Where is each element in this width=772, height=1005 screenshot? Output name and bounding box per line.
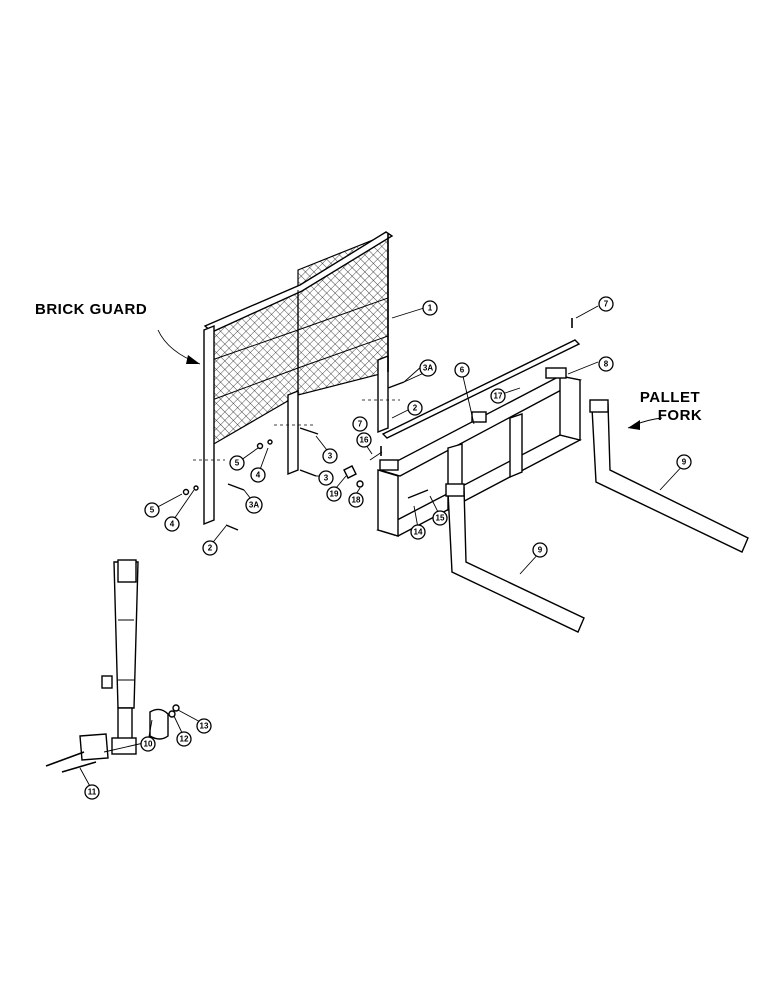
pallet-fork-label-line1: PALLET bbox=[640, 389, 700, 406]
callout-3A-b: 3A bbox=[245, 496, 263, 514]
brick-guard bbox=[193, 231, 400, 526]
svg-text:2: 2 bbox=[208, 544, 213, 553]
callout-16: 16 bbox=[356, 432, 372, 448]
svg-text:12: 12 bbox=[180, 735, 189, 744]
callout-18: 18 bbox=[348, 492, 364, 508]
hardware bbox=[182, 381, 429, 531]
svg-text:5: 5 bbox=[150, 506, 155, 515]
callout-3a: 3 bbox=[322, 448, 338, 464]
svg-text:4: 4 bbox=[256, 471, 261, 480]
callout-14: 14 bbox=[410, 524, 426, 540]
svg-text:3: 3 bbox=[328, 452, 333, 461]
svg-text:13: 13 bbox=[200, 722, 209, 731]
svg-text:4: 4 bbox=[170, 520, 175, 529]
svg-text:2: 2 bbox=[413, 404, 418, 413]
svg-text:14: 14 bbox=[414, 528, 423, 537]
svg-text:15: 15 bbox=[436, 514, 445, 523]
lift-cylinder bbox=[45, 559, 180, 773]
svg-text:3: 3 bbox=[324, 474, 329, 483]
svg-text:11: 11 bbox=[88, 788, 97, 797]
callout-8: 8 bbox=[598, 356, 614, 372]
pallet-fork-label-line2: FORK bbox=[658, 407, 703, 424]
callout-9a: 9 bbox=[676, 454, 692, 470]
rod bbox=[381, 339, 581, 439]
callout-3b: 3 bbox=[318, 470, 334, 486]
svg-text:1: 1 bbox=[428, 304, 433, 313]
pallet-fork-right bbox=[589, 399, 749, 553]
svg-text:16: 16 bbox=[360, 436, 369, 445]
callout-4a: 4 bbox=[250, 467, 266, 483]
callout-13: 13 bbox=[196, 718, 212, 734]
callout-19: 19 bbox=[326, 486, 342, 502]
callout-9b: 9 bbox=[532, 542, 548, 558]
svg-text:10: 10 bbox=[144, 740, 153, 749]
callout-10: 10 bbox=[140, 736, 156, 752]
pallet-fork-left bbox=[445, 483, 585, 633]
callout-5b: 5 bbox=[144, 502, 160, 518]
svg-text:5: 5 bbox=[235, 459, 240, 468]
brick-guard-label: BRICK GUARD bbox=[35, 301, 147, 318]
svg-text:19: 19 bbox=[330, 490, 339, 499]
callout-2b: 2 bbox=[202, 540, 218, 556]
svg-text:17: 17 bbox=[494, 392, 503, 401]
callout-7b: 7 bbox=[352, 416, 368, 432]
svg-text:6: 6 bbox=[460, 366, 465, 375]
callout-6: 6 bbox=[454, 362, 470, 378]
svg-text:7: 7 bbox=[604, 300, 609, 309]
svg-text:7: 7 bbox=[358, 420, 363, 429]
callout-15: 15 bbox=[432, 510, 448, 526]
svg-text:3A: 3A bbox=[423, 364, 433, 373]
svg-text:9: 9 bbox=[682, 458, 687, 467]
callout-7a: 7 bbox=[598, 296, 614, 312]
callout-11: 11 bbox=[84, 784, 100, 800]
callout-5a: 5 bbox=[229, 455, 245, 471]
callout-1: 1 bbox=[422, 300, 438, 316]
callout-3A-a: 3A bbox=[419, 359, 437, 377]
callout-4b: 4 bbox=[164, 516, 180, 532]
svg-text:3A: 3A bbox=[249, 501, 259, 510]
callout-12: 12 bbox=[176, 731, 192, 747]
callout-17: 17 bbox=[490, 388, 506, 404]
svg-text:8: 8 bbox=[604, 360, 609, 369]
callout-2a: 2 bbox=[407, 400, 423, 416]
svg-text:18: 18 bbox=[352, 496, 361, 505]
svg-text:9: 9 bbox=[538, 546, 543, 555]
